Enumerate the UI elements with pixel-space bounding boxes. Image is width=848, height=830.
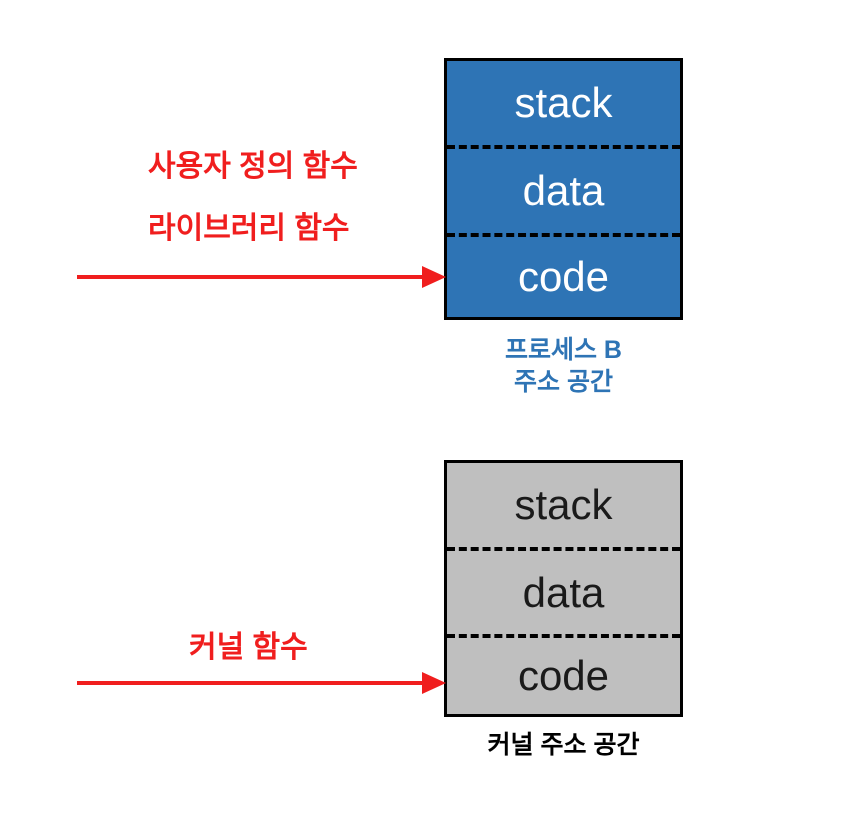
process-segment-stack-label: stack: [514, 79, 613, 126]
kernel-segment-stack: stack: [447, 463, 680, 547]
process-segment-stack: stack: [447, 61, 680, 145]
kernel-segment-stack-label: stack: [514, 481, 613, 528]
kernel-segment-code: code: [447, 634, 680, 714]
process-address-space-box: stack data code: [444, 58, 683, 320]
arrow-to-process-code-icon: [70, 264, 450, 290]
process-segment-code: code: [447, 233, 680, 317]
kernel-segment-code-label: code: [517, 652, 610, 699]
kernel-address-space-box: stack data code: [444, 460, 683, 717]
process-segment-data-label: data: [522, 167, 605, 214]
process-segment-data: data: [447, 145, 680, 233]
arrow-to-kernel-code-icon: [70, 670, 450, 696]
kernel-segment-data: data: [447, 547, 680, 634]
user-defined-function-label: 사용자 정의 함수: [148, 150, 358, 183]
process-address-space-caption: 프로세스 B 주소 공간: [504, 336, 622, 396]
library-function-label: 라이브러리 함수: [148, 212, 350, 245]
kernel-address-space-caption: 커널 주소 공간: [487, 731, 640, 759]
kernel-function-label: 커널 함수: [189, 631, 308, 664]
process-segment-code-label: code: [517, 253, 610, 300]
kernel-segment-data-label: data: [522, 568, 605, 616]
